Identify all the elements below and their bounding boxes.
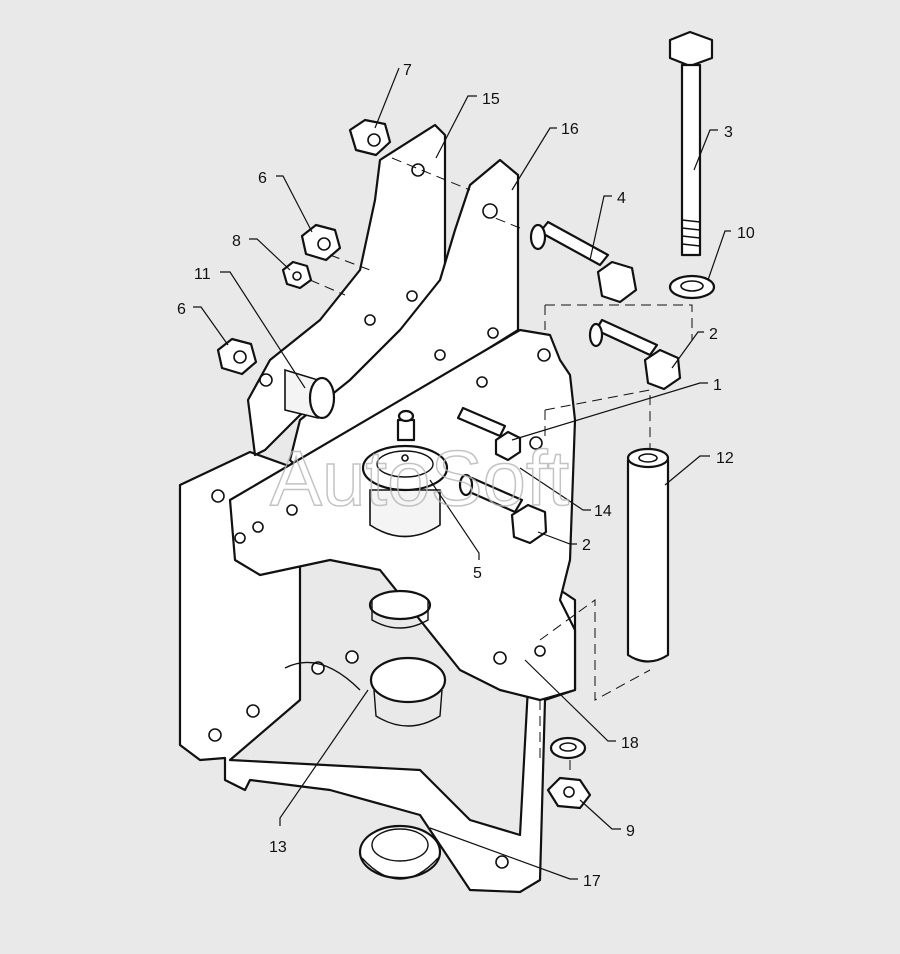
callout-15: 15: [482, 91, 500, 108]
callout-2-upper: 2: [709, 326, 718, 343]
callout-8: 8: [232, 233, 241, 250]
part-6-nut-upper: [300, 223, 342, 262]
assembly-guide-lines: [309, 157, 693, 770]
callout-18: 18: [621, 735, 639, 752]
part-13-seal-rings: [358, 589, 447, 880]
callout-16: 16: [561, 121, 579, 138]
callout-17: 17: [583, 873, 601, 890]
callout-13: 13: [269, 839, 287, 856]
callout-2-lower: 2: [582, 537, 591, 554]
part-2-bolt-lower: [458, 473, 548, 545]
callout-5: 5: [473, 565, 482, 582]
part-10-lock-washer: [668, 274, 716, 300]
callout-14: 14: [594, 503, 612, 520]
callout-9: 9: [626, 823, 635, 840]
callout-1: 1: [713, 377, 722, 394]
callout-numbers: 7 15 16 3 4 10 6 8 11 6 2 1 12 14 2 5 18…: [177, 62, 755, 890]
part-15-back-plate: [246, 123, 447, 457]
part-3-long-bolt: [668, 30, 714, 257]
callout-4: 4: [617, 190, 626, 207]
part-11-pin: [284, 368, 336, 420]
part-2-bolt-upper: [588, 318, 682, 391]
callout-6-lower: 6: [177, 301, 186, 318]
callout-10: 10: [737, 225, 755, 242]
callout-6-upper: 6: [258, 170, 267, 187]
part-5-bushing: [361, 444, 449, 538]
callout-7: 7: [403, 62, 412, 79]
part-4-bolt: [529, 220, 638, 304]
part-7-nut: [348, 118, 392, 157]
leader-lines: [193, 67, 731, 880]
grease-fitting: [396, 409, 416, 442]
part-8-washer: [281, 260, 313, 290]
callout-12: 12: [716, 450, 734, 467]
part-6-nut-lower: [216, 337, 258, 376]
watermark: AutoSoft: [270, 434, 570, 522]
callout-11: 11: [194, 266, 211, 283]
callout-3: 3: [724, 124, 733, 141]
part-12-sleeve: [626, 447, 670, 663]
part-9-nut: [546, 736, 592, 810]
